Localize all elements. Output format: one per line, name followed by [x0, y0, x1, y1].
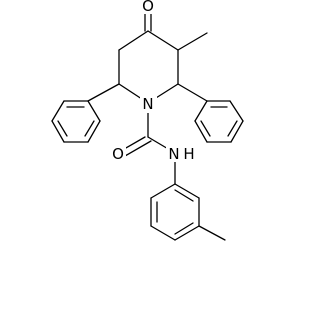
- carbonyl-oxygen-label: O: [112, 145, 124, 163]
- molecule-canvas: O N O N H: [51, 0, 244, 241]
- ketone-double-bond: [144, 11, 152, 32]
- atom-labels: O N O N H: [110, 0, 198, 163]
- bond-c5-c4: [118, 30, 149, 51]
- ring-nitrogen-label: N: [142, 95, 153, 113]
- phenyl-ring-right: [177, 83, 244, 143]
- phenyl-ring-left: [51, 83, 120, 143]
- bond-c4-c3: [147, 30, 179, 51]
- amide-nitrogen-label: N: [168, 145, 179, 163]
- amide-hydrogen-label: H: [183, 145, 194, 163]
- piperidinone-ring: [118, 30, 179, 104]
- methyl-bond-c3: [177, 32, 208, 51]
- tolyl-ring: [150, 183, 226, 241]
- carboxamide-group: [118, 102, 176, 185]
- structure-diagram: O N O N H: [51, 0, 244, 241]
- oxygen-label: O: [142, 0, 154, 15]
- tolyl-methyl-bond: [198, 225, 226, 241]
